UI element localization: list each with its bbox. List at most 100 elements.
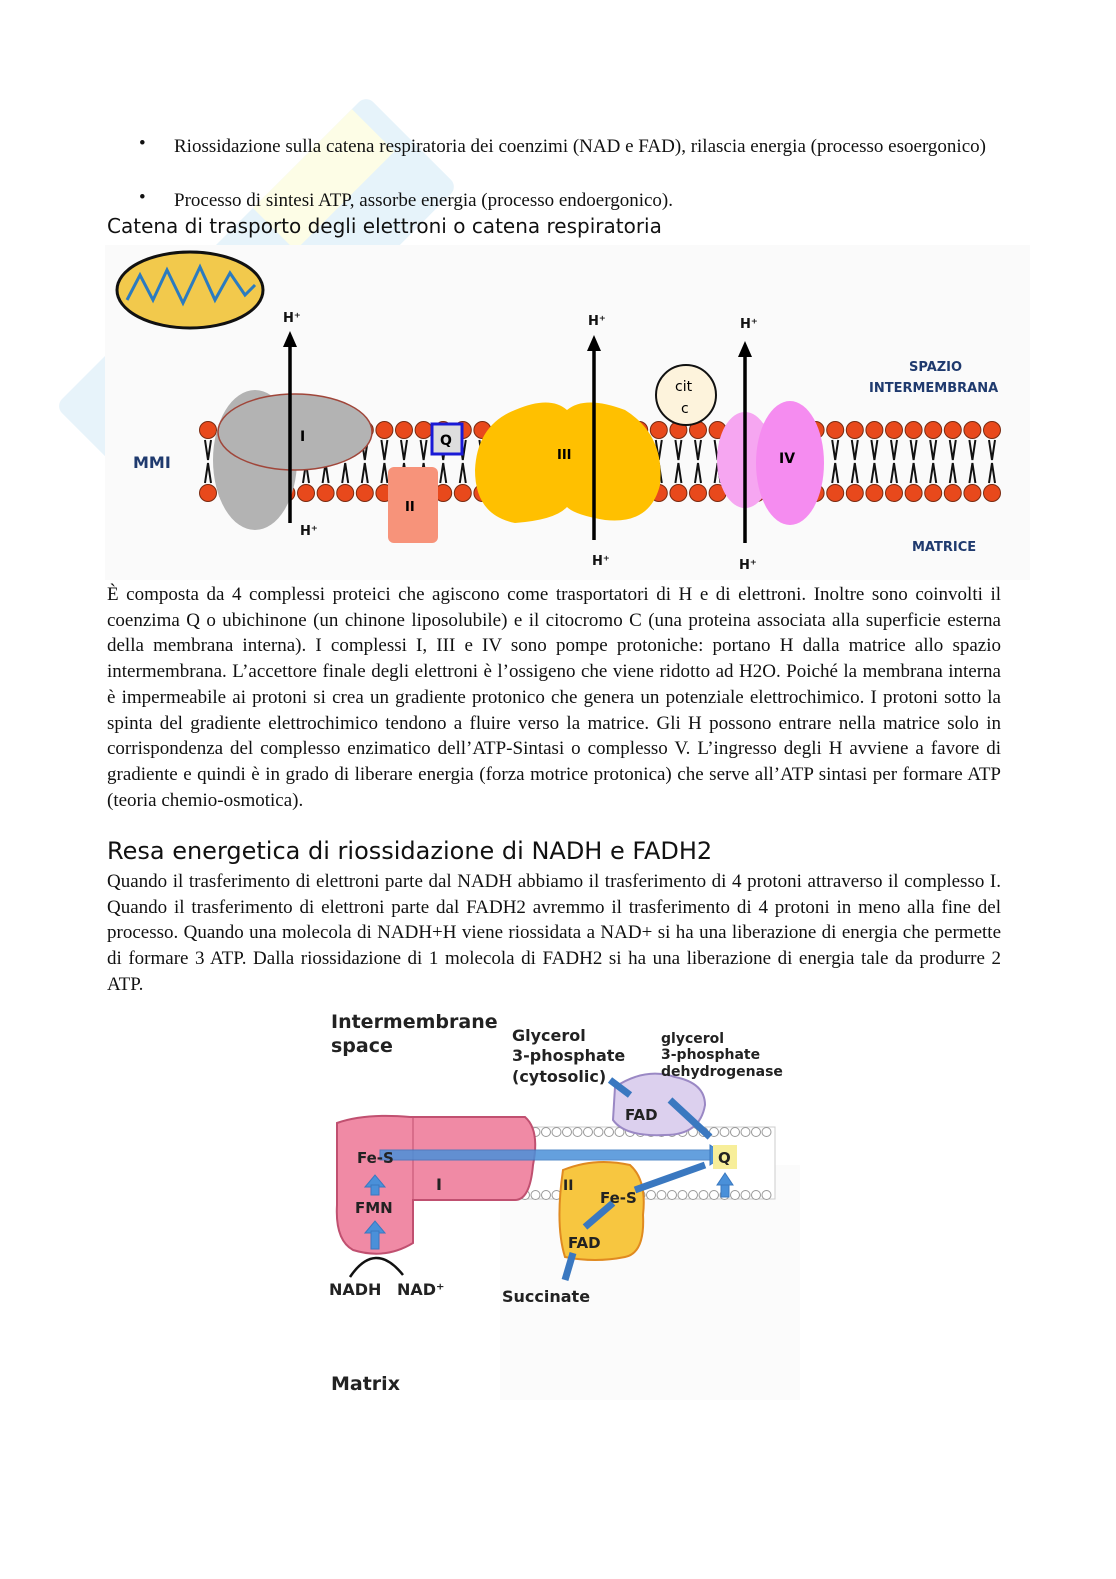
lipid-tail [929, 439, 938, 461]
svg-text:H⁺: H⁺ [740, 317, 758, 332]
lipid-head [562, 1127, 572, 1137]
svg-text:H⁺: H⁺ [592, 554, 610, 569]
lipid-head [730, 1190, 740, 1200]
lipid-head [395, 421, 413, 439]
svg-text:Glycerol: Glycerol [512, 1026, 586, 1045]
lipid-head [669, 484, 688, 502]
lipid-head [751, 1127, 761, 1137]
lipid-head [336, 484, 355, 502]
lipid-tail [929, 462, 938, 484]
lipid-head [740, 1127, 751, 1137]
coenzyme-q: Q [430, 422, 464, 456]
svg-text:Intermembrane: Intermembrane [331, 1011, 498, 1033]
svg-text:Q: Q [440, 433, 452, 449]
svg-text:I: I [436, 1175, 442, 1194]
lipid-tail [419, 439, 428, 461]
svg-text:INTERMEMBRANA: INTERMEMBRANA [869, 381, 998, 396]
svg-text:H⁺: H⁺ [588, 314, 606, 329]
lipid-tail [850, 462, 859, 484]
respiratory-chain-diagram: I II Q III cit c IV H⁺ [105, 245, 1030, 580]
lipid-head [199, 421, 217, 439]
reaction-arrow-icon [348, 1256, 404, 1278]
svg-text:H⁺: H⁺ [739, 558, 757, 573]
lipid-head [904, 484, 923, 502]
lipid-head [826, 421, 845, 439]
lipid-head [453, 484, 472, 502]
lipid-head [983, 484, 1001, 502]
lipid-head [885, 484, 903, 502]
svg-text:MMI: MMI [133, 453, 171, 472]
bullet-icon: • [139, 187, 146, 208]
lipid-head [924, 484, 943, 502]
lipid-tail [948, 439, 957, 461]
lipid-head [689, 484, 707, 502]
lipid-head [865, 484, 884, 502]
lipid-head [761, 1127, 772, 1137]
svg-text:IV: IV [779, 451, 795, 467]
lipid-tail [341, 462, 350, 484]
lipid-tail [870, 462, 879, 484]
lipid-tail [204, 439, 212, 461]
complex-II: II [388, 467, 438, 543]
svg-text:FAD: FAD [625, 1106, 658, 1124]
lipid-head [355, 484, 374, 502]
lipid-head [688, 1190, 698, 1200]
lipid-tail [988, 439, 996, 461]
proton-arrows [283, 331, 752, 543]
lipid-head [865, 421, 884, 439]
svg-text:I: I [300, 429, 305, 445]
svg-text:Fe-S: Fe-S [600, 1189, 637, 1207]
lipid-head [375, 421, 394, 439]
lipid-tail [968, 462, 977, 484]
lipid-tail [439, 462, 448, 484]
proton-labels: H⁺ H⁺ H⁺ H⁺ H⁺ H⁺ [283, 311, 758, 573]
svg-text:FAD: FAD [568, 1234, 601, 1252]
lipid-head [963, 421, 982, 439]
lipid-head [740, 1190, 751, 1200]
lipid-head [541, 1127, 551, 1137]
lipid-head [530, 1190, 541, 1200]
lipid-tail [909, 439, 918, 461]
lipid-head [730, 1127, 740, 1137]
lipid-head [414, 421, 433, 439]
lipid-head [551, 1127, 562, 1137]
complex-I: I [213, 390, 373, 530]
lipid-head [904, 421, 923, 439]
svg-text:(cytosolic): (cytosolic) [512, 1067, 606, 1086]
svg-text:Succinate: Succinate [502, 1287, 590, 1306]
lipid-tail [694, 439, 702, 461]
svg-text:cit: cit [675, 379, 693, 395]
lipid-tail [870, 439, 879, 461]
lipid-tail [831, 462, 840, 484]
svg-text:c: c [681, 401, 689, 417]
svg-text:Q: Q [718, 1149, 731, 1167]
svg-text:NAD⁺: NAD⁺ [397, 1280, 445, 1299]
svg-text:III: III [557, 448, 572, 463]
svg-text:MATRICE: MATRICE [912, 540, 976, 555]
lipid-head [943, 421, 962, 439]
lipid-head [845, 421, 864, 439]
svg-text:3-phosphate: 3-phosphate [512, 1046, 625, 1065]
svg-text:H⁺: H⁺ [283, 311, 301, 326]
paragraph: Quando il trasferimento di elettroni par… [107, 871, 1001, 995]
lipid-head [593, 1127, 604, 1137]
lipid-head [604, 1127, 614, 1137]
lipid-head [698, 1190, 709, 1200]
lipid-head [885, 421, 903, 439]
lipid-tail [400, 439, 408, 461]
q-box [713, 1145, 737, 1169]
lipid-head [656, 1190, 667, 1200]
lipid-head [826, 484, 845, 502]
section-heading: Catena di trasporto degli elettroni o ca… [107, 214, 662, 238]
lipid-head [583, 1127, 593, 1137]
svg-text:3-phosphate: 3-phosphate [661, 1047, 760, 1063]
lipid-tail [380, 462, 389, 484]
svg-text:Fe-S: Fe-S [357, 1149, 394, 1167]
svg-text:FMN: FMN [355, 1199, 393, 1217]
lipid-head [751, 1190, 761, 1200]
svg-text:II: II [405, 500, 415, 515]
diagram-labels: Intermembrane space Glycerol 3-phosphate… [329, 1011, 783, 1395]
svg-text:space: space [331, 1035, 393, 1057]
lipid-tail [204, 462, 212, 484]
lipid-tail [380, 439, 389, 461]
